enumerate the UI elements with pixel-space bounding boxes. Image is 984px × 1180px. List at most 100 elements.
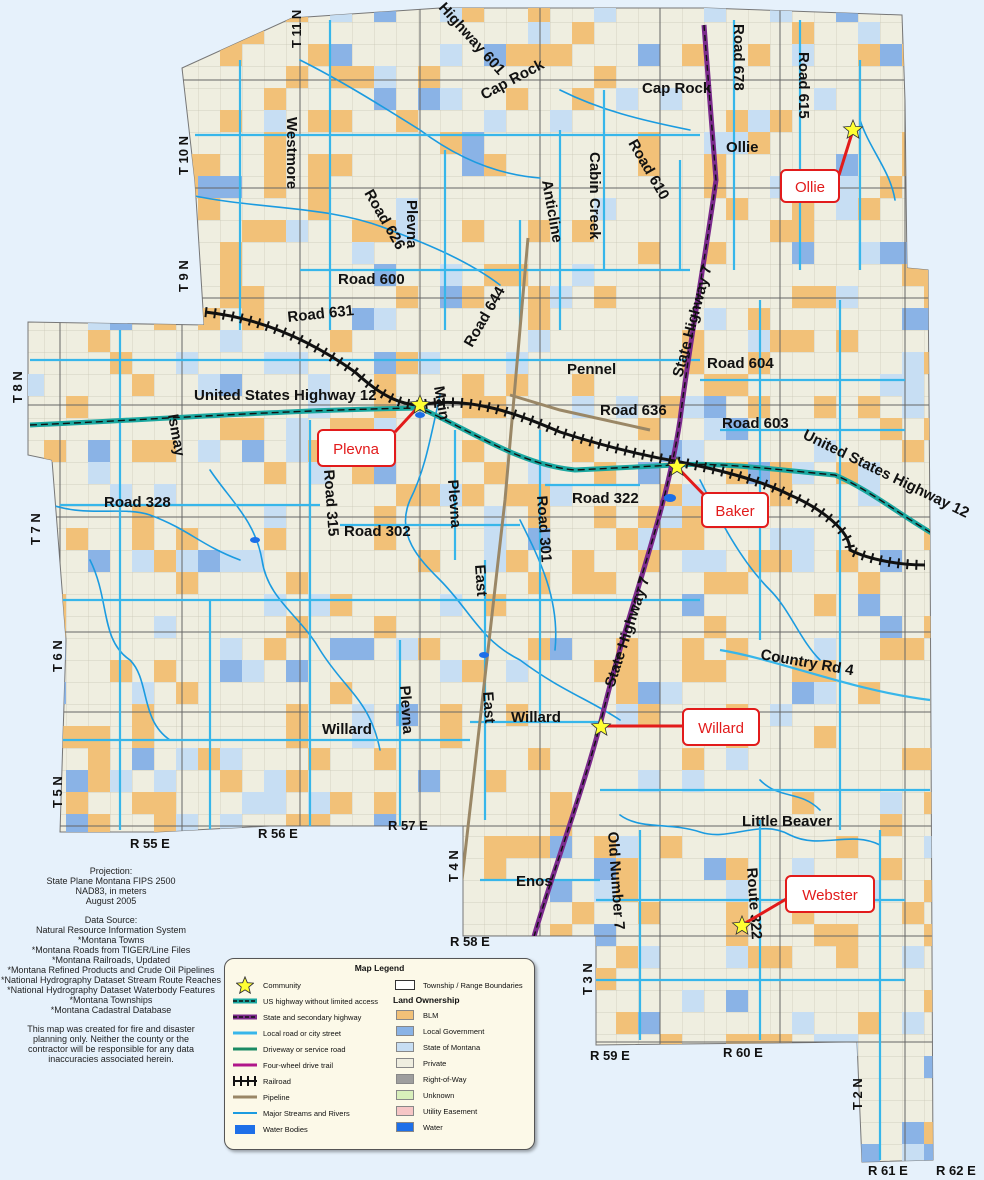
land-parcel bbox=[682, 550, 704, 572]
land-parcel bbox=[242, 792, 264, 814]
land-parcel bbox=[0, 814, 22, 836]
legend-label: State and secondary highway bbox=[263, 1012, 362, 1022]
land-parcel bbox=[902, 902, 924, 924]
land-parcel bbox=[550, 880, 572, 902]
land-parcel bbox=[682, 990, 704, 1012]
land-parcel bbox=[946, 286, 968, 308]
land-parcel bbox=[0, 528, 22, 550]
land-parcel bbox=[924, 990, 933, 1012]
land-parcel bbox=[286, 660, 308, 682]
railroad bbox=[204, 307, 926, 570]
land-parcel bbox=[154, 440, 176, 462]
land-parcel bbox=[308, 176, 330, 198]
land-parcel bbox=[396, 924, 418, 946]
land-parcel bbox=[88, 770, 110, 792]
land-parcel bbox=[726, 880, 748, 902]
land-parcel bbox=[726, 990, 748, 1012]
township-labels: T 11 N T 10 N T 9 N T 8 N T 7 N T 6 N T … bbox=[10, 10, 865, 1110]
community-plevna[interactable]: Plevna bbox=[317, 393, 431, 467]
land-parcel bbox=[330, 682, 352, 704]
land-parcel bbox=[110, 264, 132, 286]
land-parcel bbox=[0, 550, 22, 572]
land-parcel bbox=[418, 638, 440, 660]
land-parcel bbox=[154, 550, 176, 572]
land-parcel bbox=[176, 550, 198, 572]
land-parcel bbox=[616, 528, 638, 550]
local-road-symbol bbox=[233, 1031, 257, 1035]
land-parcel bbox=[858, 1144, 880, 1162]
local-roads bbox=[30, 20, 931, 1160]
land-parcel bbox=[726, 946, 748, 968]
community-webster[interactable]: Webster bbox=[731, 875, 875, 935]
land-parcel bbox=[858, 396, 880, 418]
land-parcel bbox=[506, 836, 528, 858]
land-parcel bbox=[0, 792, 22, 814]
land-parcel bbox=[924, 1056, 933, 1078]
land-parcel bbox=[484, 110, 506, 132]
land-parcel bbox=[638, 44, 660, 66]
land-parcel bbox=[396, 198, 418, 220]
land-parcel bbox=[242, 550, 264, 572]
land-parcel bbox=[110, 1122, 132, 1144]
land-parcel bbox=[726, 110, 748, 132]
land-parcel bbox=[946, 88, 968, 110]
community-ollie[interactable]: Ollie bbox=[780, 118, 864, 203]
land-parcel bbox=[352, 308, 374, 330]
legend-label: Pipeline bbox=[263, 1092, 290, 1102]
land-parcel bbox=[726, 198, 748, 220]
disclaimer: This map was created for fire and disast… bbox=[27, 1024, 195, 1064]
land-parcel bbox=[28, 264, 44, 286]
land-parcel bbox=[88, 44, 110, 66]
stream-symbol bbox=[233, 1112, 257, 1114]
land-parcel bbox=[770, 8, 792, 22]
land-parcel bbox=[308, 374, 330, 396]
land-parcel bbox=[132, 682, 154, 704]
land-parcel bbox=[572, 22, 594, 44]
land-parcel bbox=[374, 836, 396, 858]
land-parcel bbox=[374, 880, 396, 902]
land-parcel bbox=[902, 396, 924, 418]
land-parcel bbox=[594, 836, 616, 858]
land-parcel bbox=[528, 220, 550, 242]
land-parcel bbox=[792, 22, 814, 44]
land-parcel bbox=[88, 154, 110, 176]
land-parcel bbox=[946, 1078, 968, 1100]
label-road-322: Road 322 bbox=[572, 490, 639, 507]
land-parcel bbox=[836, 286, 858, 308]
legend-label: Railroad bbox=[263, 1076, 291, 1086]
land-parcel bbox=[660, 528, 682, 550]
land-parcel bbox=[242, 22, 264, 44]
land-parcel bbox=[638, 1012, 660, 1034]
land-parcel bbox=[946, 726, 968, 748]
land-parcel bbox=[594, 924, 616, 946]
callout-willard: Willard bbox=[698, 720, 744, 737]
community-willard[interactable]: Willard bbox=[590, 708, 760, 746]
legend-item-four-wheel: Four-wheel drive trail bbox=[233, 1057, 378, 1073]
land-parcel bbox=[286, 440, 308, 462]
land-parcel bbox=[704, 308, 726, 330]
land-parcel bbox=[176, 748, 198, 770]
legend-label: State of Montana bbox=[423, 1042, 481, 1052]
data-source-item: *National Hydrography Dataset Stream Rou… bbox=[0, 975, 222, 985]
land-parcel bbox=[330, 44, 352, 66]
land-parcel bbox=[682, 1144, 704, 1162]
land-parcel bbox=[836, 8, 858, 22]
community-baker[interactable]: Baker bbox=[666, 455, 769, 528]
land-parcel bbox=[572, 88, 594, 110]
land-parcel bbox=[176, 572, 198, 594]
legend-item-pipeline: Pipeline bbox=[233, 1089, 378, 1105]
land-parcel bbox=[704, 242, 726, 264]
land-parcel bbox=[660, 1122, 682, 1144]
land-parcel bbox=[924, 8, 933, 22]
projection-title: Projection: bbox=[89, 866, 133, 876]
land-parcel bbox=[220, 770, 242, 792]
land-parcel bbox=[396, 484, 418, 506]
land-parcel bbox=[198, 440, 220, 462]
land-parcel bbox=[594, 1100, 616, 1122]
label-us-highway-12-w: United States Highway 12 bbox=[194, 387, 377, 404]
land-parcel bbox=[264, 220, 286, 242]
land-parcel bbox=[968, 836, 984, 858]
land-parcel bbox=[0, 176, 22, 198]
land-parcel bbox=[440, 704, 462, 726]
